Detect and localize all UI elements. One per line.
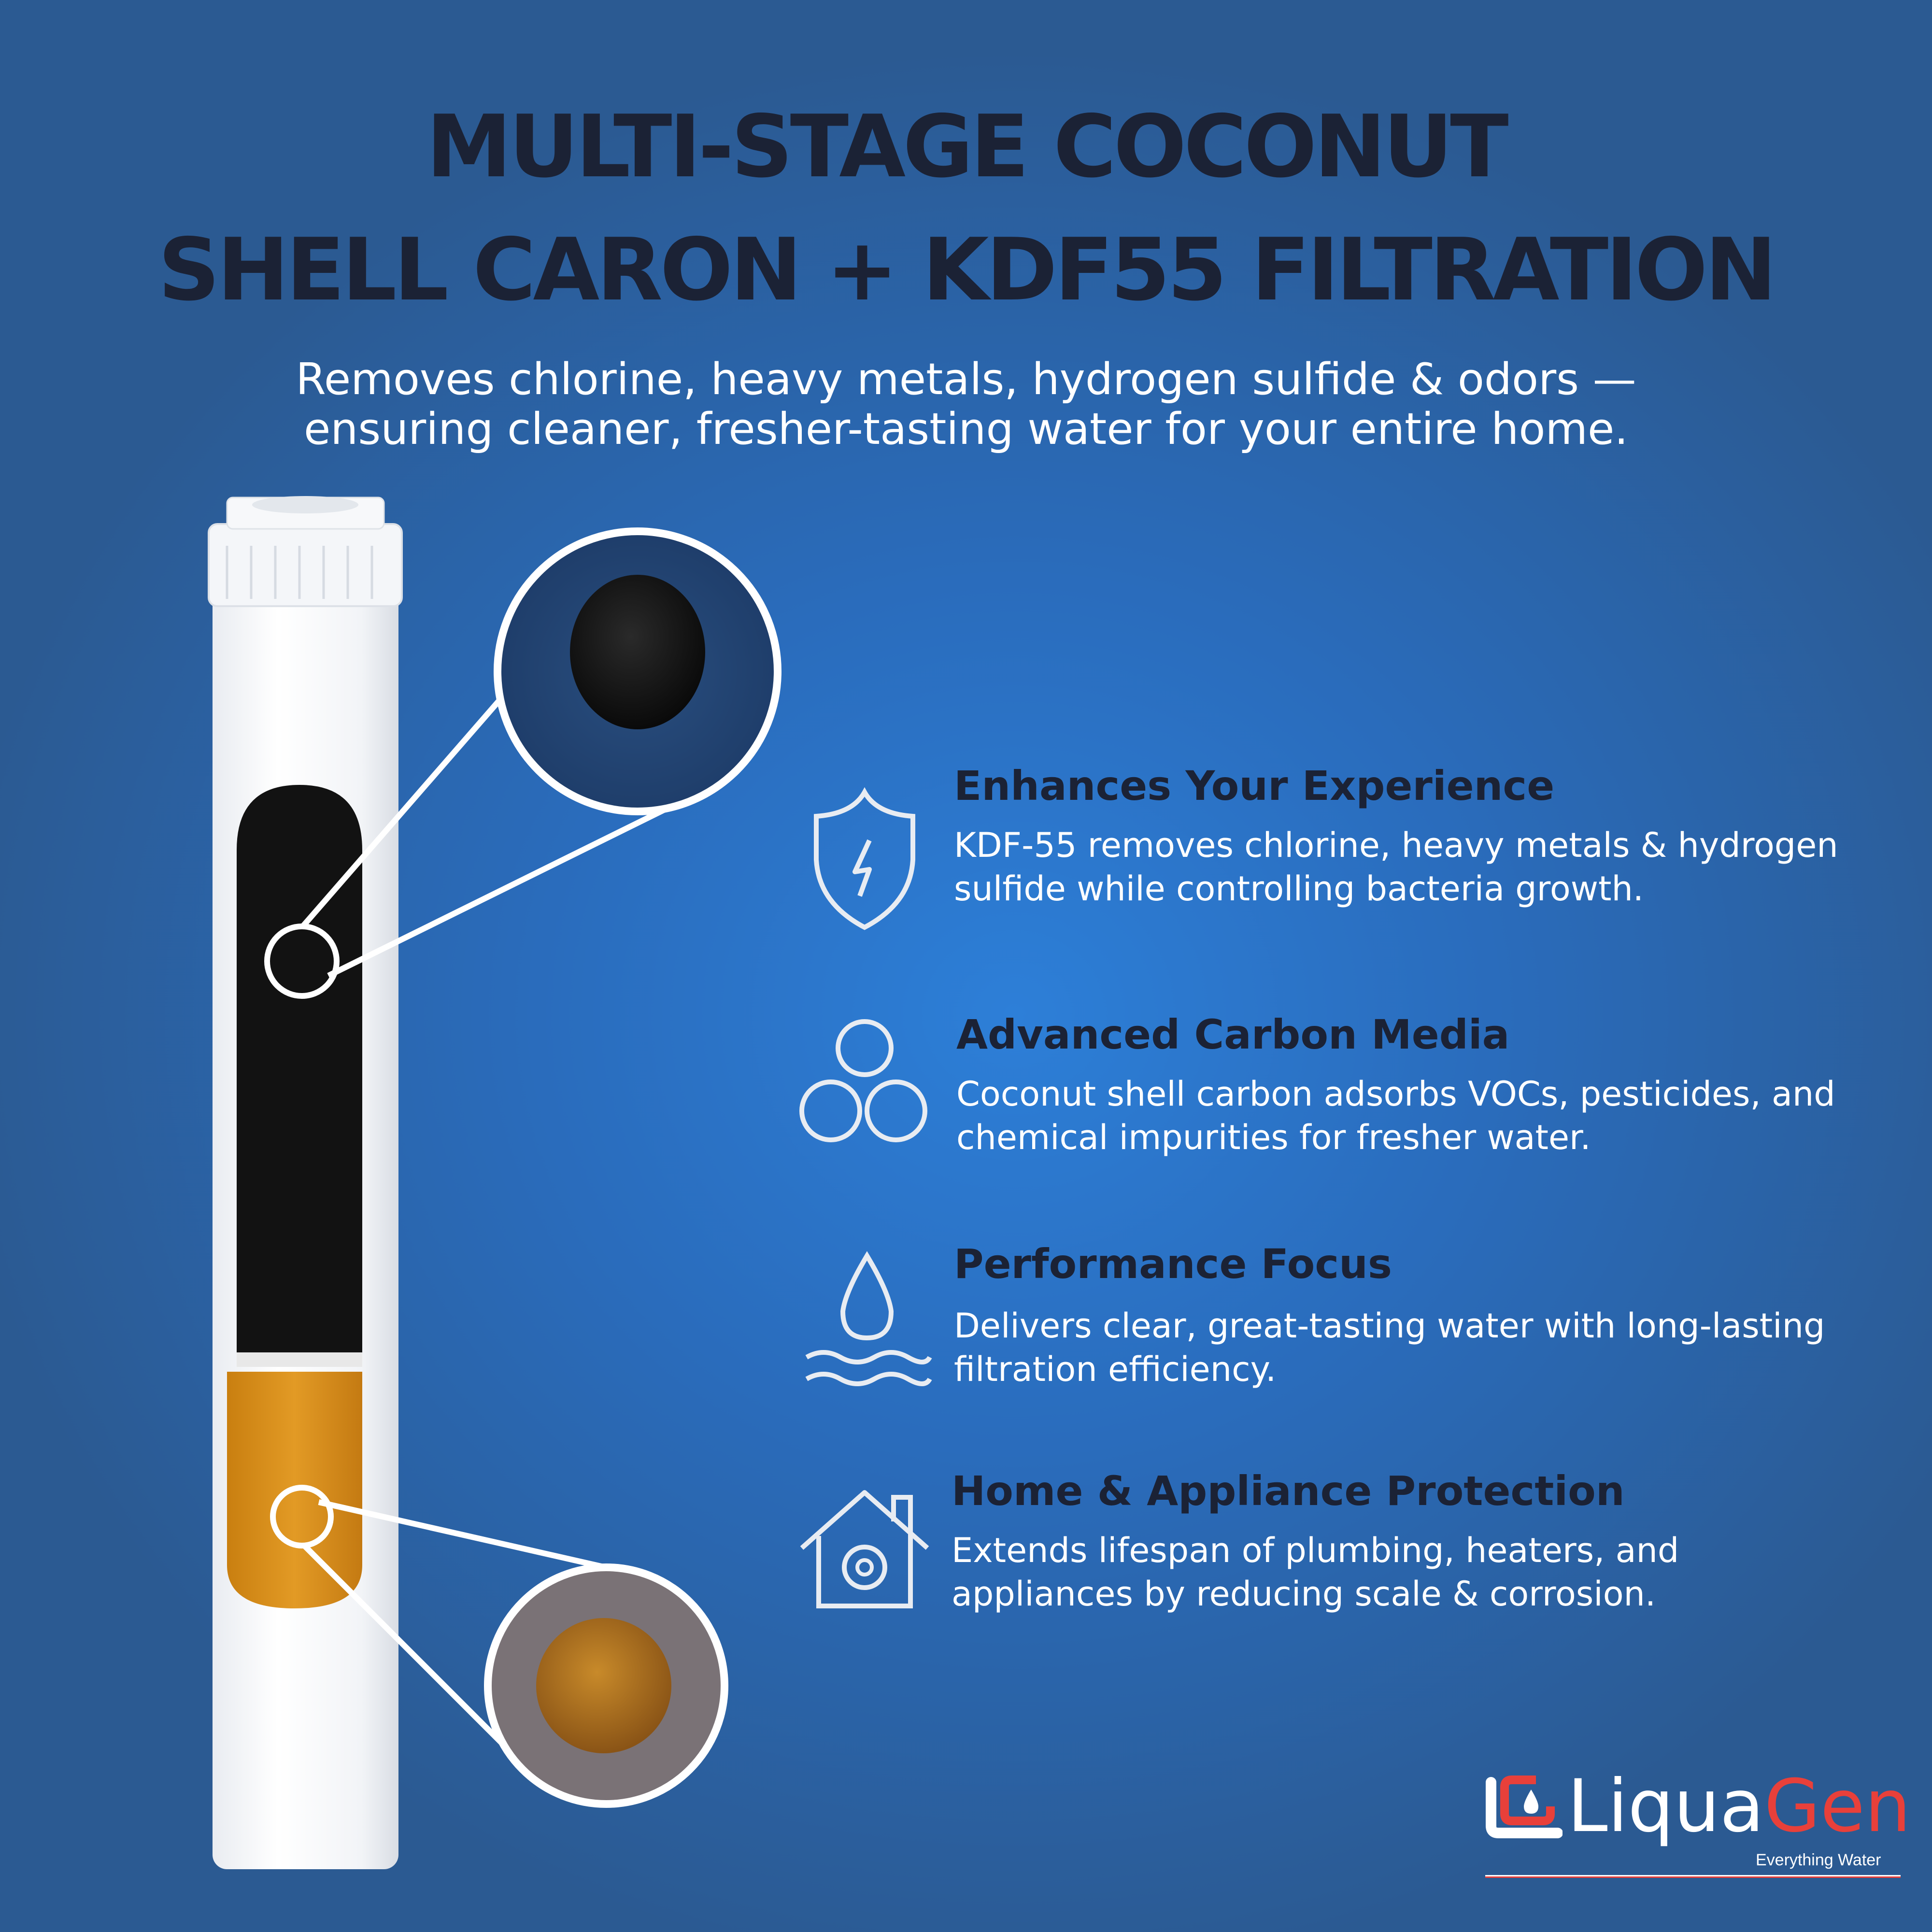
kdf55-granule [536,1618,671,1753]
feature-text-2: Coconut shell carbon adsorbs VOCs, pesti… [956,1074,1835,1157]
page-title-line2: SHELL CARON + KDF55 FILTRATION [158,220,1777,320]
brand-name-gen: Gen [1764,1764,1911,1848]
brand-underline-white [1485,1875,1901,1876]
feature-text-3: Delivers clear, great-tasting water with… [954,1306,1825,1389]
brand-tagline: Everything Water [1756,1851,1881,1869]
kdf55-magnifier-small [270,1485,334,1548]
brand-logo-icon [1486,1776,1563,1838]
carbon-magnifier-small [264,923,340,999]
carbon-granule [570,575,705,729]
house-gear-icon [800,1490,929,1608]
brand-name-liqua: Liqua [1567,1764,1764,1848]
feature-title-4: Home & Appliance Protection [952,1467,1625,1515]
carbon-media-window [237,785,362,1352]
water-drop-waves-icon [805,1251,932,1386]
feature-title-2: Advanced Carbon Media [956,1011,1510,1058]
feature-text-4: Extends lifespan of plumbing, heaters, a… [952,1531,1679,1614]
page-title-line1: MULTI-STAGE COCONUT [426,97,1508,197]
feature-title-3: Performance Focus [954,1240,1392,1288]
subtitle-line2: ensuring cleaner, fresher-tasting water … [303,404,1629,455]
subtitle-line1: Removes chlorine, heavy metals, hydrogen… [296,354,1636,405]
feature-title-1: Enhances Your Experience [954,762,1555,810]
three-circles-icon [799,1019,927,1142]
brand-underline-red [1485,1876,1901,1878]
shield-lightning-icon [814,787,915,930]
feature-text-1: KDF-55 removes chlorine, heavy metals & … [954,825,1838,909]
brand-logo: LiquaGen Everything Water [1485,1770,1920,1879]
